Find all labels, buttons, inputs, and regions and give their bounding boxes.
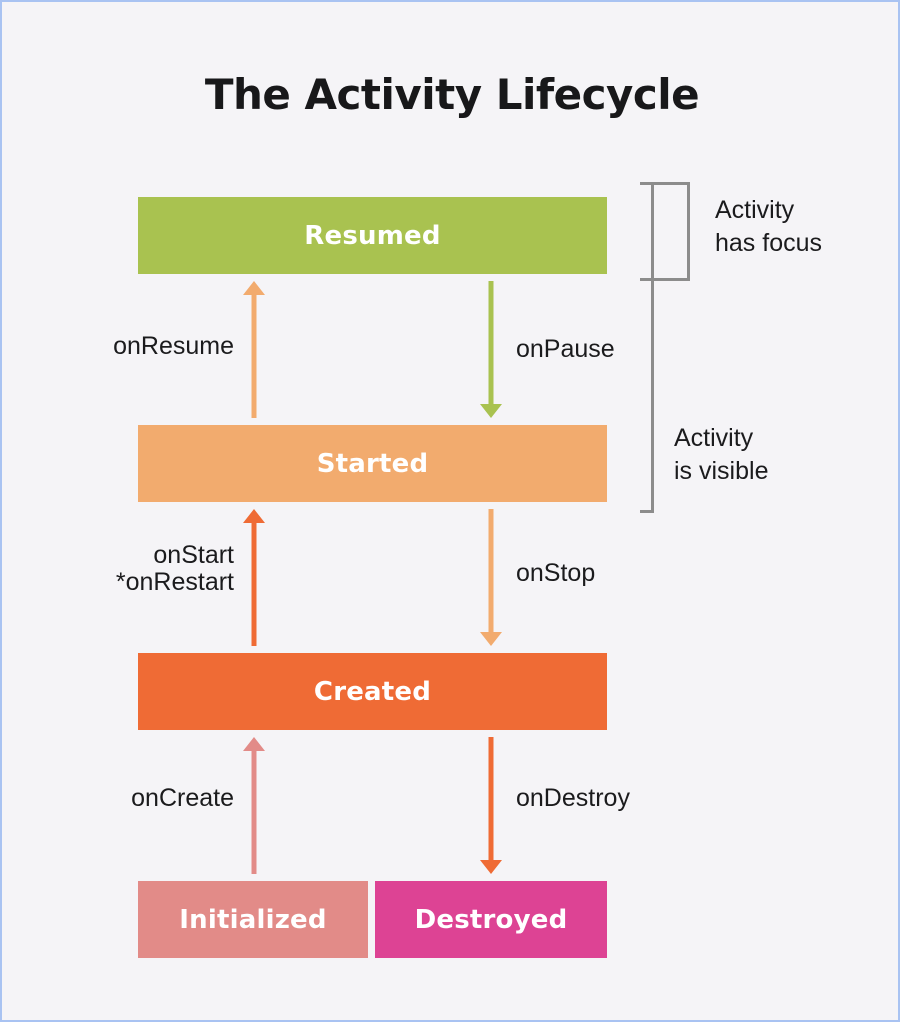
- arrow-on-stop-down-icon: [480, 509, 502, 646]
- arrow-on-destroy-down-icon: [480, 737, 502, 874]
- transition-label-on-stop: onStop: [516, 559, 596, 587]
- state-box-started: Started: [138, 425, 607, 502]
- transition-label-on-resume: onResume: [113, 332, 234, 360]
- arrow-on-start-up-icon: [243, 509, 265, 646]
- transition-label-on-destroy: onDestroy: [516, 784, 630, 812]
- transition-label-on-create: onCreate: [131, 784, 234, 812]
- annotation-activity-has-focus: Activity has focus: [715, 196, 823, 257]
- transition-label-on-start: onStart *onRestart: [115, 541, 234, 596]
- state-box-created: Created: [138, 653, 607, 730]
- transition-label-on-pause: onPause: [516, 335, 615, 363]
- page-title: The Activity Lifecycle: [204, 70, 700, 119]
- state-box-initialized: Initialized: [138, 881, 368, 958]
- state-box-resumed: Resumed: [138, 197, 607, 274]
- state-box-destroyed: Destroyed: [375, 881, 607, 958]
- arrow-on-pause-down-icon: [480, 281, 502, 418]
- arrow-on-resume-up-icon: [243, 281, 265, 418]
- bracket-activity-has-focus: [640, 182, 690, 281]
- arrow-on-create-up-icon: [243, 737, 265, 874]
- annotation-activity-is-visible: Activity is visible: [674, 424, 769, 485]
